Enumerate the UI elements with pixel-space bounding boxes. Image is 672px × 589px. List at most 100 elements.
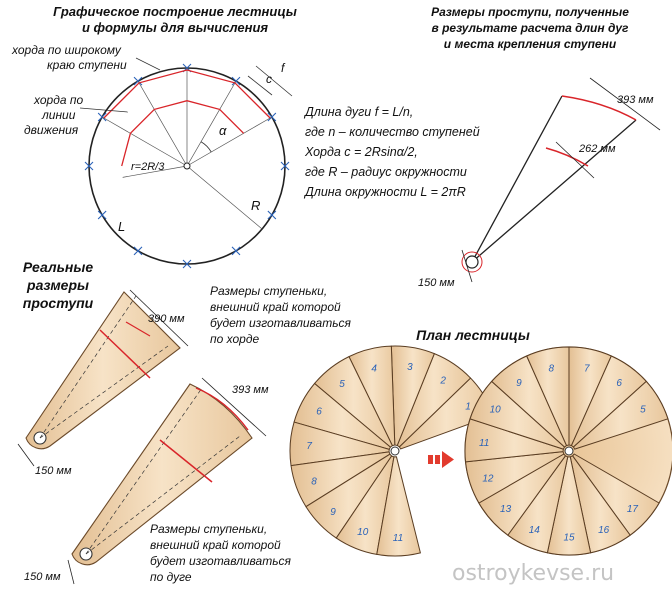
title-plan: План лестницы (416, 327, 530, 343)
plan-left-step-number: 5 (339, 379, 345, 390)
dim-390: 390 мм (148, 313, 185, 325)
dim-393-bottom: 393 мм (232, 384, 269, 396)
dim-150-step2: 150 мм (24, 571, 61, 583)
step-arc-outer-red (195, 387, 249, 431)
plan-left-step-number: 8 (311, 476, 317, 487)
tread-size-wedge (461, 77, 661, 283)
dim-line-150a (17, 443, 35, 467)
title-sizes-3: и места крепления ступени (444, 37, 617, 51)
plan-left-step (376, 456, 422, 557)
dim-line-150 (461, 249, 473, 283)
title-sizes-1: Размеры проступи, полученные (431, 5, 629, 19)
radius-r (122, 165, 188, 178)
label-c: c (266, 72, 272, 86)
radius-line (101, 116, 188, 167)
dim-line-390 (129, 289, 189, 347)
division-mark (267, 210, 277, 220)
step-chord-axis-b (39, 345, 169, 439)
label-alpha: α (219, 123, 227, 138)
plan-right-step-number: 6 (616, 378, 622, 389)
plan-right-step-number: 8 (548, 364, 554, 375)
radius-line (137, 80, 188, 167)
radius-line (186, 116, 273, 167)
formula-3: Хорда c = 2Rsinα/2, (304, 145, 418, 159)
label-chord-line-1: хорда по (33, 93, 83, 107)
dim-c (247, 75, 273, 96)
chord-line-polyline (121, 100, 245, 167)
label-chord-line-2: линии (41, 108, 76, 122)
wedge-middle-arc (545, 147, 589, 167)
step-arc-mid-red (159, 439, 213, 483)
construction-circle (79, 57, 293, 269)
plan-right-step-number: 16 (598, 525, 610, 536)
plan-right-step-number: 7 (584, 364, 590, 375)
title-real-2: размеры (26, 277, 89, 293)
division-mark (231, 246, 241, 256)
plan-right-step-number: 15 (563, 532, 575, 543)
plan-right-step-number: 10 (490, 404, 502, 415)
title-sizes-2: в результате расчета длин дуг (432, 21, 630, 35)
plan-right-step-number: 12 (482, 473, 494, 484)
center-point (183, 162, 191, 170)
dim-150-top: 150 мм (418, 277, 455, 289)
formula-1: Длина дуги f = L/n, (303, 105, 413, 119)
caption-chord-3: будет изготавливаться (210, 316, 352, 330)
formula-4: где R – радиус окружности (305, 165, 467, 179)
plan-left-step-number: 6 (316, 407, 322, 418)
plan-right-step-number: 17 (627, 504, 639, 515)
division-mark (97, 210, 107, 220)
division-mark (182, 259, 192, 269)
radius-line (186, 80, 237, 167)
division-mark (133, 246, 143, 256)
plan-left-step-number: 4 (371, 363, 377, 374)
plan-right-step-number: 9 (516, 378, 522, 389)
dim-line-393 (589, 77, 661, 131)
caption-arc-3: будет изготавливаться (150, 554, 292, 568)
caption-chord-2: внешний край которой (210, 300, 341, 314)
title-real-3: проступи (23, 295, 94, 311)
plan-left-step-number: 9 (330, 507, 336, 518)
label-f: f (281, 61, 286, 75)
label-L: L (118, 219, 125, 234)
leader-chord-wide (135, 57, 161, 71)
plan-right-step-number: 5 (640, 404, 646, 415)
wedge-edge-right (471, 119, 637, 263)
label-r: r=2R/3 (131, 161, 165, 173)
step-chord-axis-a (39, 295, 137, 439)
label-chord-wide-1: хорда по широкому (11, 43, 122, 57)
plan-right-step-number: 14 (529, 525, 541, 536)
label-chord-wide-2: краю ступени (47, 58, 127, 72)
plan-left-step-number: 2 (439, 376, 446, 387)
step-arc-axis-b (85, 435, 241, 555)
dim-line-393b (201, 377, 267, 437)
formula-2: где n – количество ступеней (305, 125, 480, 139)
step-chord-mark-red (125, 321, 151, 337)
title-real-1: Реальные (23, 259, 94, 275)
plan-right-step-number: 11 (479, 438, 489, 449)
dim-f (255, 65, 293, 97)
caption-chord-4: по хорде (210, 332, 259, 346)
plan-right-step-number: 13 (500, 504, 512, 515)
dim-262: 262 мм (578, 143, 616, 155)
title-construction-1: Графическое построение лестницы (53, 4, 297, 19)
division-mark (84, 161, 94, 171)
label-chord-line-3: движения (24, 123, 79, 137)
wedge-hole (465, 255, 479, 269)
plan-left-step-number: 11 (393, 533, 403, 544)
plan-left-step-number: 7 (306, 441, 312, 452)
leader-chord-line (79, 107, 129, 113)
chord-wide-polyline (103, 69, 271, 119)
arrow-right-icon (428, 451, 454, 468)
wedge-outer-arc (561, 95, 637, 121)
plan-right-pivot (564, 446, 574, 456)
step-chord-mid-red (99, 329, 151, 379)
caption-arc-4: по дуге (150, 570, 192, 584)
label-R: R (251, 198, 260, 213)
wedge-hole-ring (461, 251, 483, 273)
watermark: ostroykevse.ru (452, 561, 614, 586)
plan-left-pivot (390, 446, 400, 456)
real-steps (17, 289, 267, 585)
